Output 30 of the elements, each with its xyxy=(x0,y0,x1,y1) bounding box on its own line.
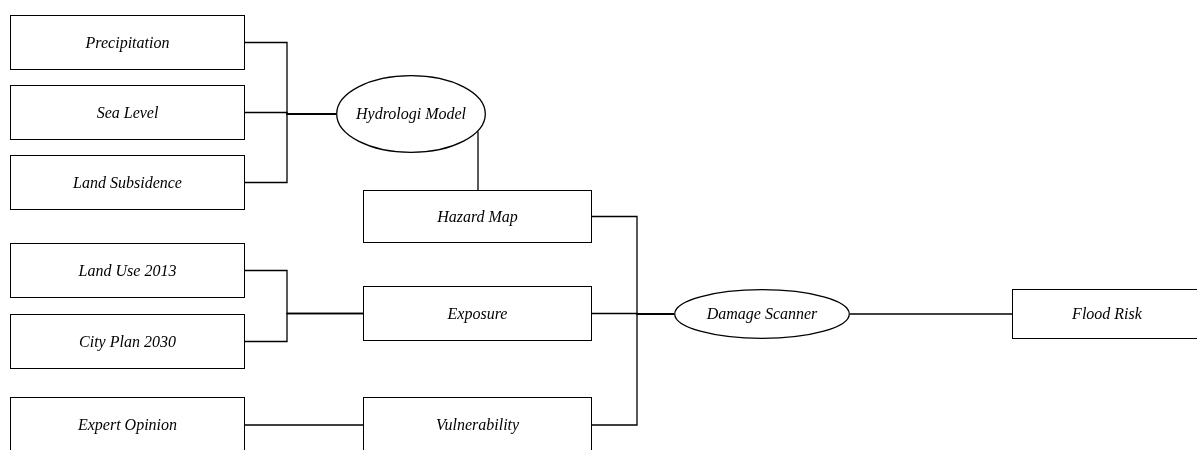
process-box xyxy=(363,190,592,243)
process-box xyxy=(10,314,245,369)
process-box xyxy=(10,15,245,70)
process-box xyxy=(10,243,245,298)
process-box xyxy=(10,85,245,140)
process-box xyxy=(10,397,245,450)
connector-line xyxy=(244,113,337,184)
ellipse-node xyxy=(674,289,850,339)
process-box xyxy=(1012,289,1197,339)
connector-line xyxy=(244,312,364,343)
ellipse-node xyxy=(336,75,486,153)
connector-line xyxy=(477,130,479,191)
node-label: Land Use 2013 xyxy=(78,260,177,281)
node-label: Hydrologi Model xyxy=(355,104,467,124)
connector-line xyxy=(591,313,675,426)
connector-line xyxy=(244,424,364,426)
node-label: Damage Scanner xyxy=(706,304,818,324)
node-label: Land Subsidence xyxy=(73,172,182,193)
node-label: Expert Opinion xyxy=(77,415,178,435)
node-label: City Plan 2030 xyxy=(79,331,176,352)
node-label: Flood Risk xyxy=(1072,304,1142,324)
node-label: Sea Level xyxy=(96,102,159,123)
node-label: Exposure xyxy=(447,303,508,324)
node-label: Hazard Map xyxy=(437,206,518,227)
connector-line xyxy=(849,313,1013,315)
process-box xyxy=(363,286,592,341)
node-label: Vulnerability xyxy=(435,415,520,435)
process-box xyxy=(363,397,592,450)
node-label: Precipitation xyxy=(85,32,170,53)
process-box xyxy=(10,155,245,210)
